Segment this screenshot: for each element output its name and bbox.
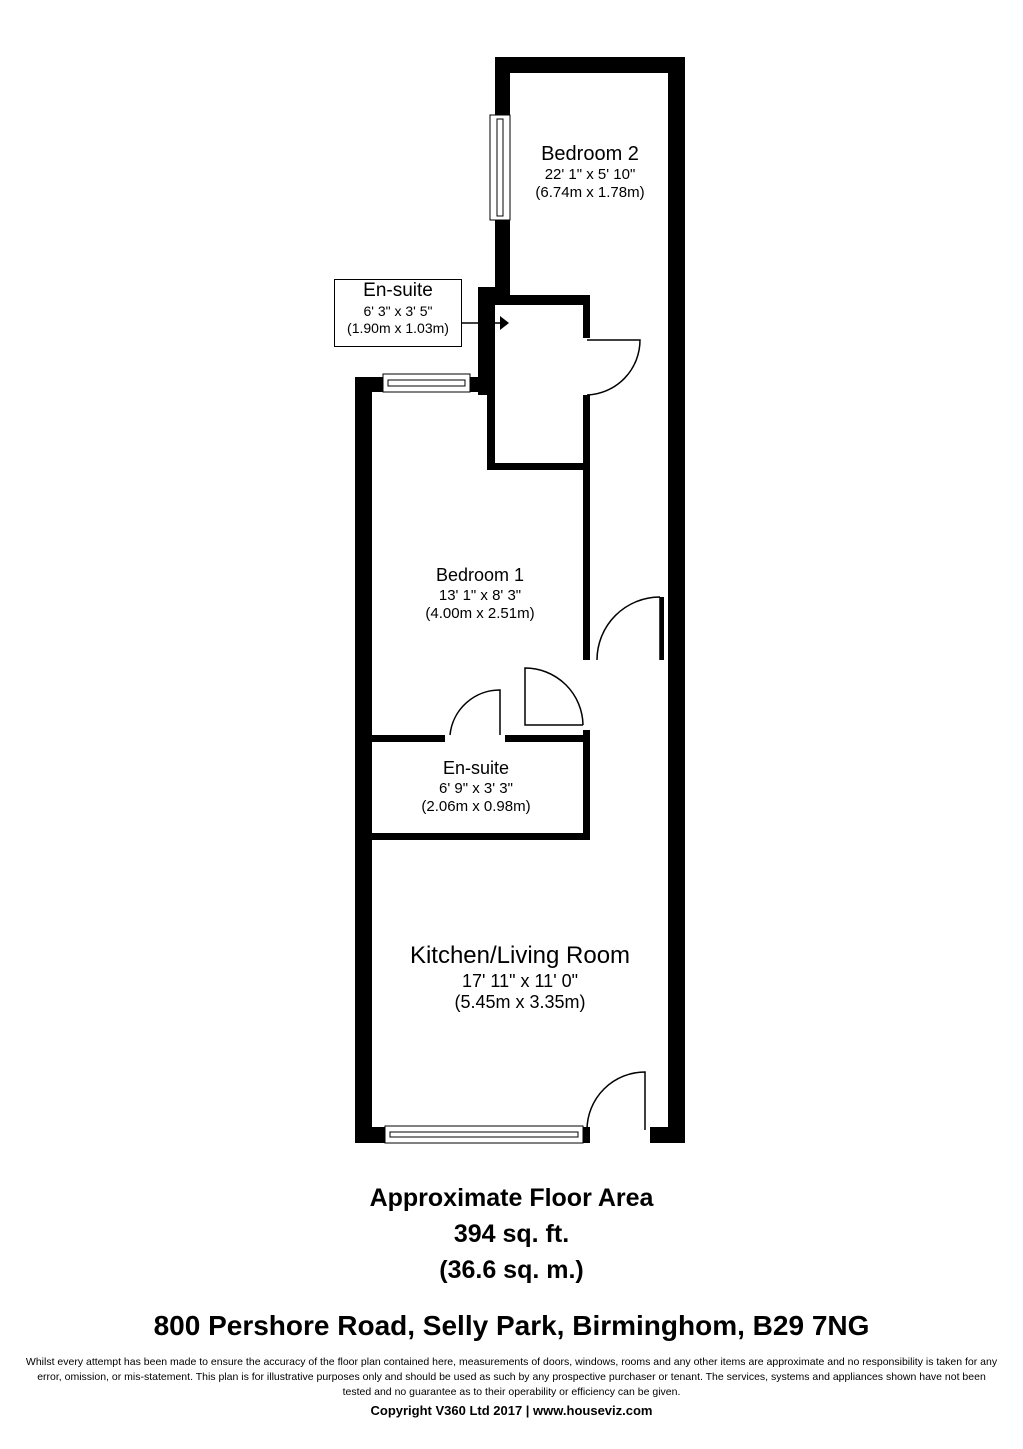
room-dimensions-imperial: 22' 1" x 5' 10"	[544, 166, 636, 183]
room-bedroom-2: Bedroom 2 22' 1" x 5' 10" (6.74m x 1.78m…	[510, 142, 670, 202]
room-ensuite-lower: En-suite 6' 9" x 3' 3" (2.06m x 0.98m)	[396, 758, 556, 816]
room-ensuite-upper-callout: En-suite 6' 3" x 3' 5" (1.90m x 1.03m)	[334, 279, 462, 347]
room-name: Kitchen/Living Room	[409, 942, 631, 969]
room-dimensions-imperial: 6' 3" x 3' 5"	[363, 302, 433, 319]
floor-plan	[355, 57, 685, 1144]
room-dimensions-imperial: 6' 9" x 3' 3"	[439, 779, 513, 797]
doors	[449, 339, 661, 1131]
property-address: 800 Pershore Road, Selly Park, Birmingho…	[153, 1310, 870, 1341]
room-name: Bedroom 1	[435, 565, 525, 585]
room-dimensions-metric: (2.06m x 0.98m)	[421, 797, 531, 815]
room-dimensions-metric: (5.45m x 3.35m)	[454, 992, 586, 1013]
floor-area-title: Approximate Floor Area	[369, 1184, 654, 1212]
room-dimensions-metric: (4.00m x 2.51m)	[425, 604, 535, 622]
floor-area-imperial: 394 sq. ft.	[453, 1220, 570, 1248]
copyright: Copyright V360 Ltd 2017 | www.houseviz.c…	[370, 1403, 653, 1418]
room-dimensions-metric: (1.90m x 1.03m)	[347, 319, 449, 336]
room-name: En-suite	[442, 758, 510, 778]
room-dimensions-imperial: 17' 11" x 11' 0"	[461, 970, 579, 991]
room-name: Bedroom 2	[541, 143, 639, 165]
room-bedroom-1: Bedroom 1 13' 1" x 8' 3" (4.00m x 2.51m)	[400, 565, 560, 623]
disclaimer: Whilst every attempt has been made to en…	[25, 1356, 998, 1398]
room-name: En-suite	[363, 280, 433, 301]
room-dimensions-metric: (6.74m x 1.78m)	[535, 184, 645, 201]
room-kitchen-living: Kitchen/Living Room 17' 11" x 11' 0" (5.…	[380, 942, 660, 1014]
room-dimensions-imperial: 13' 1" x 8' 3"	[438, 586, 522, 604]
windows	[382, 114, 584, 1144]
ensuite-pointer	[460, 316, 509, 330]
floor-area-metric: (36.6 sq. m.)	[439, 1256, 584, 1284]
